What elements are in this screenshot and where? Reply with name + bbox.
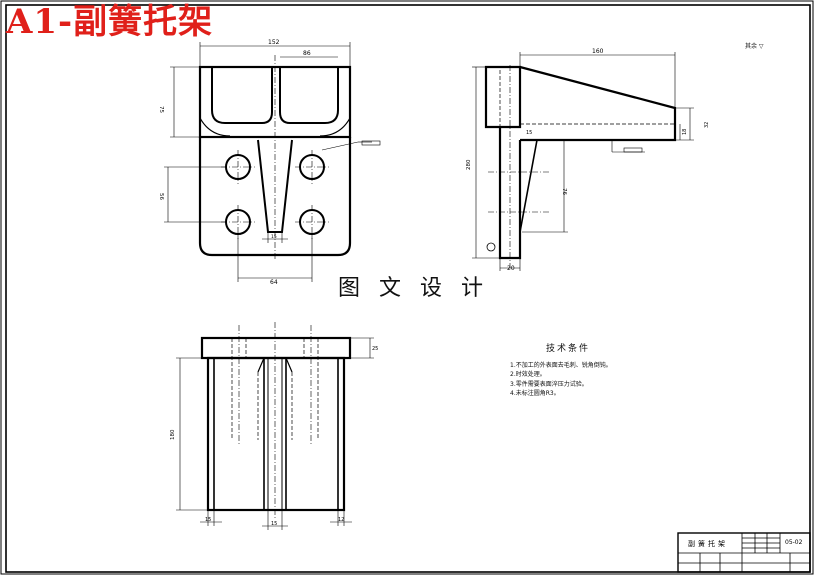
dim-front-height-top: 75 [158,106,164,113]
drawing-title: A1-副簧托架 [6,2,214,42]
dim-top-right: 12 [338,517,344,523]
tech-requirements-heading: 技术条件 [546,344,591,354]
dim-front-width: 152 [268,39,280,46]
tech-requirement-item: 2.时效处理。 [510,371,546,378]
dim-side-arm: 76 [561,188,567,195]
dim-top-flange: 25 [372,346,378,352]
top-view-dim-labels: 180 25 15 15 12 [170,346,378,527]
dim-top-mid: 15 [271,521,277,527]
tech-requirement-item: 1.不加工的外表面去毛刺、锐角倒钝。 [510,361,612,369]
title-block-part-name: 副簧托架 [688,540,728,548]
dim-side-step: 15 [526,130,532,136]
front-view-dim-labels: 152 86 75 56 64 15 [158,39,311,286]
side-view-dim-labels: 160 280 20 76 18 32 15 [466,48,710,272]
tech-requirements: 技术条件 1.不加工的外表面去毛刺、锐角倒钝。 2.时效处理。 3.零件需要表面… [510,344,612,399]
inner-frame [5,4,811,573]
dim-top-left: 15 [205,517,211,523]
dim-side-end-height: 32 [704,122,710,128]
dim-side-height: 280 [466,159,472,170]
dim-side-end: 18 [682,129,688,135]
dim-top-height: 180 [170,429,176,440]
tech-requirement-item: 4.未标注圆角R3。 [510,390,560,397]
dim-front-slot-width: 15 [271,234,277,240]
roughness-note: 其余 ▽ [745,43,764,50]
tech-requirement-item: 3.零件需要表面淬压力试验。 [510,380,588,388]
front-view [164,42,381,282]
dim-front-hole-spacing: 56 [158,193,164,200]
top-view [176,322,374,530]
title-block-drawing-code: 05-02 [785,539,803,546]
dim-front-top-inner: 86 [303,50,311,57]
dim-side-thickness: 20 [507,265,515,272]
dim-side-length: 160 [592,48,604,55]
side-view [472,52,694,271]
title-block [677,532,811,573]
dim-front-bottom-span: 64 [270,279,278,286]
watermark: 图 文 设 计 [338,276,489,301]
